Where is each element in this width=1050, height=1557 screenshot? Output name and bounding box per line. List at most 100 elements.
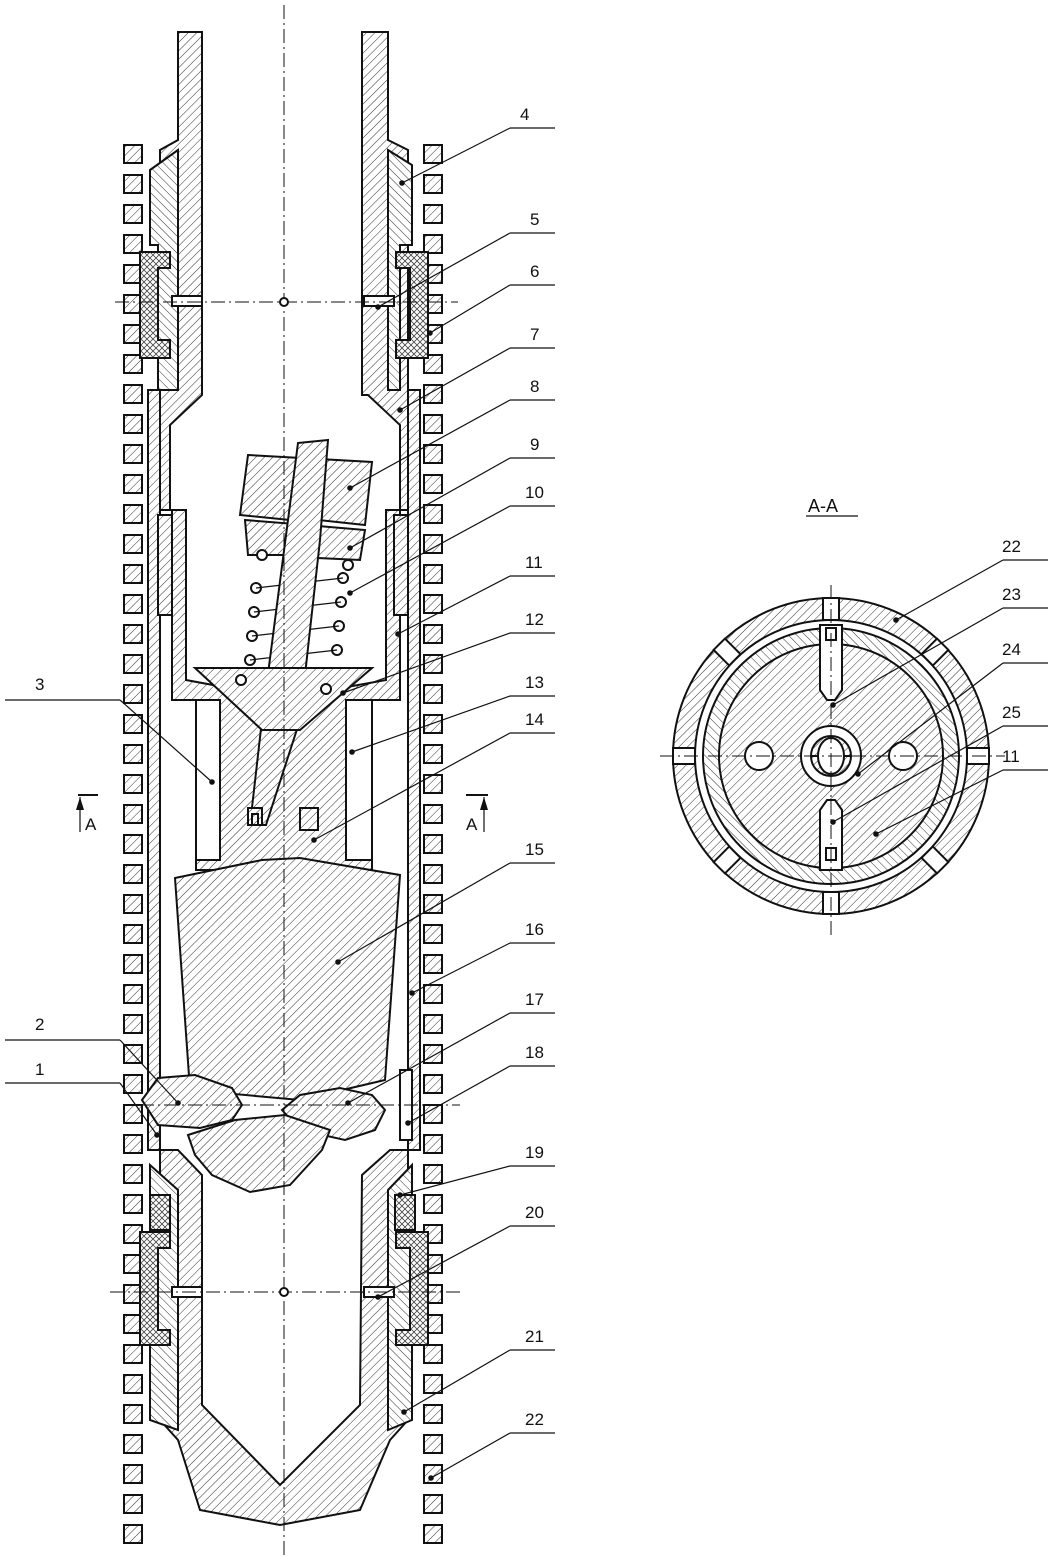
callout-19: 19 — [397, 1143, 555, 1198]
casing-segment — [423, 684, 443, 704]
callout-label: 8 — [530, 377, 539, 396]
ring-slot — [712, 637, 742, 667]
casing-segment — [423, 564, 443, 584]
casing-segment — [423, 1344, 443, 1364]
callout-label: 11 — [1002, 747, 1020, 766]
callout-22: 22 — [428, 1410, 555, 1481]
casing-segment — [123, 144, 143, 164]
section-callout-25: 25 — [830, 703, 1048, 825]
casing-segment — [123, 444, 143, 464]
ring-slot — [920, 637, 950, 667]
casing-segment — [123, 954, 143, 974]
casing-segment — [123, 1104, 143, 1124]
upper-port-left — [171, 295, 203, 307]
fork-left — [247, 807, 263, 826]
lower-seal-cap-left — [149, 1194, 171, 1231]
casing-segment — [123, 1524, 143, 1544]
callout-label: 16 — [525, 920, 544, 939]
valve-ball — [186, 1113, 332, 1194]
longitudinal-section: A A — [76, 5, 488, 1555]
casing-segment — [123, 1404, 143, 1424]
callout-16: 16 — [409, 920, 555, 996]
casing-segment — [123, 1344, 143, 1364]
casing-segment — [123, 1374, 143, 1394]
casing-segment — [123, 624, 143, 644]
casing-segment — [123, 354, 143, 374]
casing-segment — [423, 1104, 443, 1124]
casing-segment — [423, 414, 443, 434]
casing-segment — [423, 1464, 443, 1484]
casing-segment — [423, 744, 443, 764]
casing-segment — [423, 924, 443, 944]
casing-segment — [123, 654, 143, 674]
callout-13: 13 — [349, 673, 555, 755]
casing-segment — [123, 1194, 143, 1214]
casing-segment — [423, 534, 443, 554]
casing-segment — [423, 1404, 443, 1424]
callout-label: 12 — [525, 610, 544, 629]
casing-segment — [423, 864, 443, 884]
section-callout-23: 23 — [830, 585, 1048, 708]
ball — [342, 559, 354, 571]
channel-right — [345, 699, 373, 861]
casing-segment — [123, 1434, 143, 1454]
upper-housing-right — [361, 31, 409, 511]
callout-label: 21 — [525, 1327, 544, 1346]
casing-segment — [123, 714, 143, 734]
lower-housing-left — [159, 1149, 409, 1527]
casing-segment — [423, 1494, 443, 1514]
casing-segment — [123, 1074, 143, 1094]
casing-segment — [123, 774, 143, 794]
ball — [320, 683, 332, 695]
casing-segment — [123, 924, 143, 944]
ball — [235, 674, 247, 686]
casing-segment — [423, 1044, 443, 1064]
casing-segment — [423, 1374, 443, 1394]
cut-mark-right-label: A — [466, 815, 478, 834]
callout-6: 6 — [427, 262, 555, 336]
casing-segment — [123, 384, 143, 404]
section-callout-22: 22 — [893, 537, 1048, 623]
callout-label: 14 — [525, 710, 544, 729]
callout-5: 5 — [375, 210, 555, 310]
callout-8: 8 — [347, 377, 555, 491]
callout-label: 2 — [35, 1015, 44, 1034]
casing-segment — [423, 234, 443, 254]
callout-15: 15 — [335, 840, 555, 965]
casing-segment — [423, 1134, 443, 1154]
casing-segment — [123, 834, 143, 854]
callout-label: 17 — [525, 990, 544, 1009]
callout-label: 18 — [525, 1043, 544, 1062]
callout-label: 15 — [525, 840, 544, 859]
upper-seal-left — [139, 251, 171, 359]
casing-segment — [423, 804, 443, 824]
callout-label: 13 — [525, 673, 544, 692]
callout-label: 4 — [520, 105, 529, 124]
callout-21: 21 — [401, 1327, 555, 1415]
casing-segment — [123, 174, 143, 194]
axis-point — [279, 297, 289, 307]
callout-1: 1 — [5, 1060, 160, 1138]
casing-segment — [123, 984, 143, 1004]
callout-10: 10 — [347, 483, 555, 596]
casing-segment — [123, 1134, 143, 1154]
casing-segment — [423, 714, 443, 734]
callout-label: 19 — [525, 1143, 544, 1162]
casing-segment — [123, 1164, 143, 1184]
casing-segment — [423, 1194, 443, 1214]
valve-body — [173, 856, 402, 1102]
callout-label: 1 — [35, 1060, 44, 1079]
casing-segment — [123, 474, 143, 494]
section-callout-24: 24 — [855, 640, 1048, 777]
casing-segment — [423, 894, 443, 914]
casing-segment — [123, 744, 143, 764]
lower-seal-cap-right — [394, 1194, 416, 1231]
callout-12: 12 — [340, 610, 555, 696]
casing-segment — [423, 834, 443, 854]
casing-segment — [423, 774, 443, 794]
casing-segment — [423, 954, 443, 974]
casing-segment — [123, 1494, 143, 1514]
